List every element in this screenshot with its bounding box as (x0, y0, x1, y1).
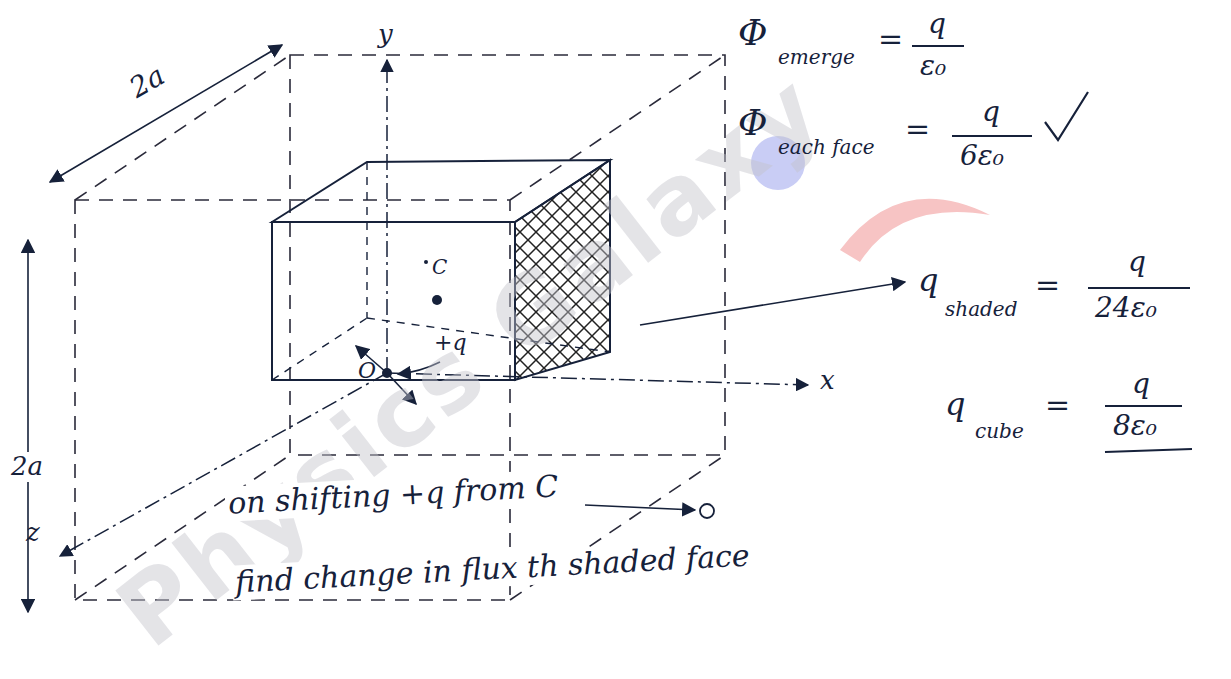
centre-dot (424, 260, 428, 264)
charge-dot (432, 295, 442, 305)
equals-sign: = (905, 112, 930, 147)
flux-symbol: q (945, 386, 965, 423)
denominator: ε₀ (920, 50, 946, 82)
flux-symbol: q (918, 262, 938, 299)
check-mark (1045, 92, 1088, 140)
subscript: each face (778, 136, 875, 159)
dimension-arrow (50, 45, 282, 182)
subscript: emerge (778, 46, 855, 69)
subscript: cube (975, 420, 1024, 443)
dimension-label: 2a (124, 59, 170, 104)
axis-label: y (378, 20, 393, 50)
equals-sign: = (1035, 268, 1060, 303)
subscript: shaded (945, 298, 1018, 321)
fraction-bar (912, 46, 1192, 452)
point-label: O (358, 358, 376, 383)
dimension-arrow (27, 240, 29, 612)
denominator: 6ε₀ (960, 140, 1004, 172)
note-arrow (585, 505, 695, 510)
numerator: q (928, 8, 946, 40)
flux-symbol: Φ (738, 12, 768, 53)
numerator: q (1132, 368, 1150, 400)
axis-label: z (26, 518, 40, 548)
axis-label: x (820, 366, 835, 396)
flux-symbol: Φ (738, 102, 768, 143)
denominator: 24ε₀ (1095, 292, 1157, 324)
logo-swoosh (840, 199, 990, 262)
point-label: C (432, 256, 447, 279)
numerator: q (982, 96, 1000, 128)
origin-symbol (700, 504, 714, 518)
outer-cube (75, 55, 725, 600)
equals-sign: = (878, 22, 903, 57)
equals-sign: = (1045, 388, 1070, 423)
leader-line (640, 282, 905, 325)
numerator: q (1128, 246, 1146, 278)
denominator: 8ε₀ (1113, 410, 1157, 442)
charge-label: +q (434, 330, 467, 355)
dimension-label: 2a (8, 452, 46, 482)
